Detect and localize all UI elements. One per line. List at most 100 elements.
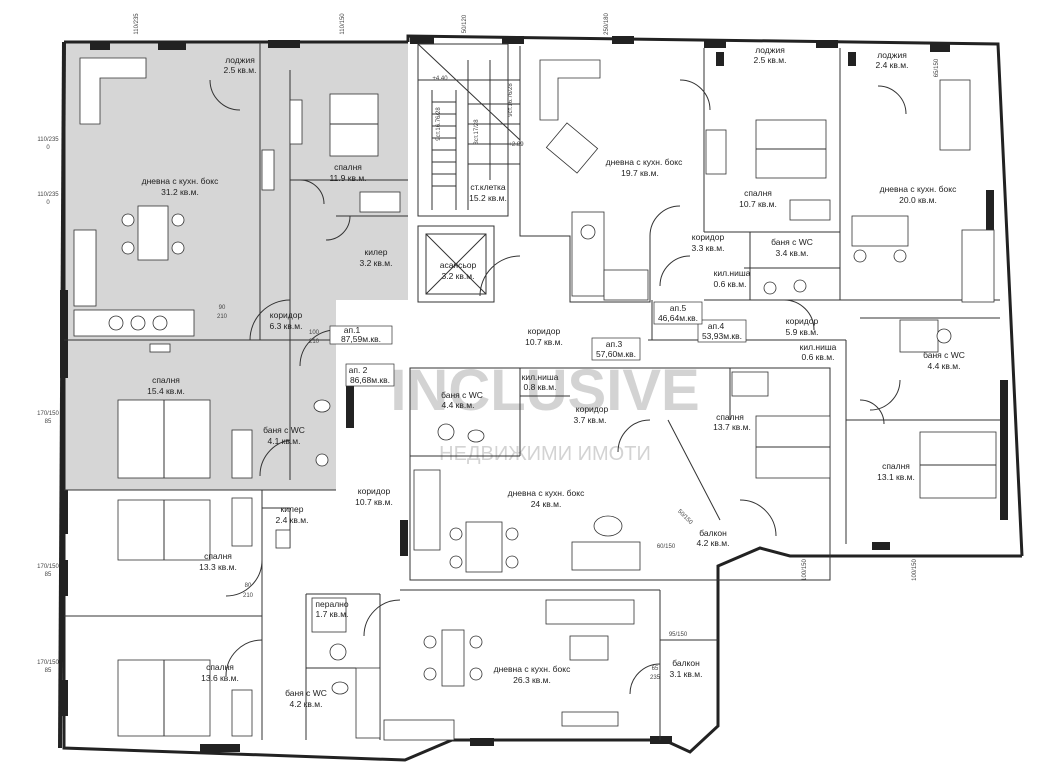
- room-area: 10.7 кв.м.: [525, 337, 563, 347]
- svg-text:ап.1: ап.1: [344, 325, 361, 335]
- room-label: коридор: [270, 310, 303, 320]
- room-area: 3.3 кв.м.: [692, 243, 725, 253]
- room-area: 4.1 кв.м.: [268, 436, 301, 446]
- room-label: ст.клетка: [470, 182, 506, 192]
- room-label: лоджия: [877, 50, 907, 60]
- svg-text:85: 85: [45, 668, 52, 674]
- room-labels: лоджия 2.5 кв.м. дневна с кухн. бокс 31.…: [142, 45, 965, 709]
- room-label: спалня: [334, 162, 362, 172]
- svg-text:9ст.16.76/28: 9ст.16.76/28: [508, 83, 514, 117]
- room-area: 6.3 кв.м.: [270, 321, 303, 331]
- room-area: 1.7 кв.м.: [316, 609, 349, 619]
- svg-text:9ст.16.76/28: 9ст.16.76/28: [436, 107, 442, 141]
- svg-text:86,68м.кв.: 86,68м.кв.: [350, 375, 390, 385]
- apartment-label-1: ап.1 87,59м.кв.: [329, 325, 393, 345]
- svg-text:170/150: 170/150: [37, 660, 59, 666]
- room-label: асансьор: [440, 260, 477, 270]
- svg-text:0: 0: [46, 145, 50, 151]
- svg-text:210: 210: [217, 314, 228, 320]
- svg-text:235: 235: [650, 675, 661, 681]
- svg-text:50/150: 50/150: [676, 509, 694, 527]
- svg-text:0: 0: [46, 200, 50, 206]
- watermark-brand: INCLUSIVE: [390, 358, 699, 423]
- room-area: 2.4 кв.м.: [876, 60, 909, 70]
- svg-text:80: 80: [245, 583, 252, 589]
- room-label: кил.ниша: [522, 372, 559, 382]
- dimension-notes: 110/235 110/150 50/120 250/180 65/150 11…: [37, 13, 940, 682]
- svg-text:ап.3: ап.3: [606, 339, 623, 349]
- svg-text:95/150: 95/150: [669, 632, 688, 638]
- room-label: лоджия: [225, 55, 255, 65]
- svg-text:65/150: 65/150: [934, 58, 940, 77]
- interior-walls: [64, 42, 1000, 740]
- room-area: 2.5 кв.м.: [754, 55, 787, 65]
- room-label: баня с WC: [285, 688, 327, 698]
- svg-text:+4.40: +4.40: [432, 76, 448, 82]
- svg-text:100/150: 100/150: [912, 559, 918, 581]
- staircase: [417, 43, 521, 210]
- room-label: дневна с кухн. бокс: [508, 488, 585, 498]
- room-area: 3.4 кв.м.: [776, 248, 809, 258]
- svg-text:85: 85: [45, 572, 52, 578]
- room-label: кил.ниша: [714, 268, 751, 278]
- apartment-label-5: ап.5 46,64м.кв.: [653, 301, 703, 325]
- room-label: спалня: [716, 412, 744, 422]
- room-area: 0.8 кв.м.: [524, 382, 557, 392]
- room-area: 4.4 кв.м.: [928, 361, 961, 371]
- apartment-labels: ап.1 87,59м.кв. ап. 2 86,68м.кв. ап.3 57…: [329, 301, 747, 387]
- svg-text:53,93м.кв.: 53,93м.кв.: [702, 331, 742, 341]
- room-area: 3.1 кв.м.: [670, 669, 703, 679]
- room-area: 2.5 кв.м.: [224, 65, 257, 75]
- room-label: балкон: [672, 658, 700, 668]
- room-area: 4.2 кв.м.: [697, 538, 730, 548]
- svg-text:ап.4: ап.4: [708, 321, 725, 331]
- svg-text:85: 85: [45, 419, 52, 425]
- svg-text:110/150: 110/150: [340, 13, 346, 35]
- svg-text:110/235: 110/235: [37, 192, 59, 198]
- svg-text:210: 210: [243, 593, 254, 599]
- room-label: спалня: [744, 188, 772, 198]
- room-area: 11.9 кв.м.: [329, 173, 366, 183]
- room-label: баня с WC: [441, 390, 483, 400]
- svg-text:170/150: 170/150: [37, 411, 59, 417]
- room-area: 0.6 кв.м.: [714, 279, 747, 289]
- room-label: спалня: [152, 375, 180, 385]
- room-area: 4.2 кв.м.: [290, 699, 323, 709]
- svg-text:+2.89: +2.89: [508, 142, 524, 148]
- svg-text:100: 100: [309, 330, 320, 336]
- room-label: килер: [281, 504, 304, 514]
- svg-text:250/180: 250/180: [604, 13, 610, 35]
- watermark-tagline: НЕДВИЖИМИ ИМОТИ: [439, 443, 651, 465]
- room-area: 13.6 кв.м.: [201, 673, 239, 683]
- room-area: 20.0 кв.м.: [899, 195, 937, 205]
- room-label: спалня: [206, 662, 234, 672]
- room-area: 10.7 кв.м.: [355, 497, 393, 507]
- room-area: 26.3 кв.м.: [513, 675, 551, 685]
- apartment-label-2: ап. 2 86,68м.кв.: [345, 363, 395, 387]
- door-swings: [209, 79, 907, 695]
- room-label: дневна с кухн. бокс: [142, 176, 219, 186]
- room-area: 13.1 кв.м.: [877, 472, 915, 482]
- svg-text:57,60м.кв.: 57,60м.кв.: [596, 349, 636, 359]
- svg-text:90: 90: [219, 305, 226, 311]
- room-area: 15.2 кв.м.: [469, 193, 507, 203]
- room-area: 13.7 кв.м.: [713, 422, 751, 432]
- svg-text:65: 65: [652, 666, 659, 672]
- room-label: дневна с кухн. бокс: [880, 184, 957, 194]
- svg-text:100/150: 100/150: [802, 559, 808, 581]
- svg-text:ап.5: ап.5: [670, 303, 687, 313]
- room-label: лоджия: [755, 45, 785, 55]
- room-label: коридор: [358, 486, 391, 496]
- room-area: 19.7 кв.м.: [621, 168, 659, 178]
- svg-text:ап. 2: ап. 2: [349, 365, 368, 375]
- apartment-1-shading: [64, 42, 408, 490]
- room-area: 5.9 кв.м.: [786, 327, 819, 337]
- room-label: балкон: [699, 528, 727, 538]
- room-label: коридор: [786, 316, 819, 326]
- room-label: коридор: [576, 404, 609, 414]
- svg-text:110/235: 110/235: [134, 13, 140, 35]
- room-label: дневна с кухн. бокс: [494, 664, 571, 674]
- room-area: 13.3 кв.м.: [199, 562, 237, 572]
- furniture: [73, 57, 997, 741]
